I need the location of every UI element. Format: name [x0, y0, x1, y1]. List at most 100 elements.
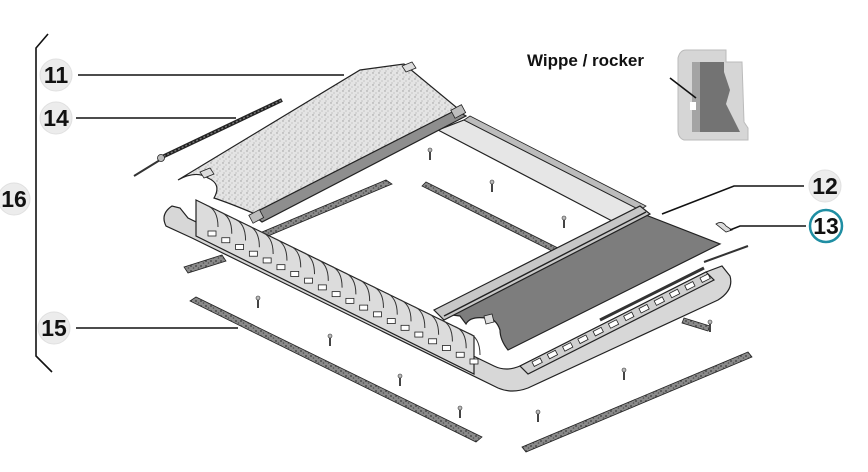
- brush-strip-front-right: [521, 351, 753, 453]
- frame-fin: [247, 224, 260, 248]
- screw-head: [489, 179, 495, 185]
- frame-slot: [400, 324, 410, 331]
- frame-fin: [316, 258, 329, 281]
- frame-slot: [304, 277, 313, 284]
- screw-head: [255, 295, 261, 301]
- frame-fin: [412, 305, 426, 329]
- frame-slot: [469, 358, 479, 365]
- frame-back-rail-top: [463, 115, 647, 211]
- frame-slot: [235, 244, 244, 250]
- screw-head: [397, 373, 403, 379]
- frame-fin: [467, 332, 481, 356]
- frame-fin: [260, 231, 274, 254]
- callouts: 11 14 16 15 12 13: [0, 58, 844, 345]
- screw-head: [535, 409, 541, 415]
- callout-12: 12: [808, 169, 842, 203]
- frame-front-wall: [195, 199, 475, 375]
- frame-slot: [592, 326, 604, 337]
- screw-head: [327, 333, 333, 339]
- bracket-16: [35, 33, 53, 373]
- callout-11: 11: [39, 58, 73, 92]
- frame-slot: [428, 338, 438, 345]
- frame-slot: [577, 334, 589, 345]
- frame-slot: [317, 284, 327, 291]
- inset-label: Wippe / rocker: [527, 51, 644, 70]
- frame-slot: [359, 304, 369, 311]
- callout-16: 16: [0, 182, 31, 216]
- callout-label-13: 13: [813, 213, 839, 239]
- frame-slot: [607, 319, 620, 329]
- frame-slot: [345, 297, 355, 304]
- frame-fin: [440, 319, 453, 342]
- callout-13: 13: [808, 208, 844, 244]
- rocker-inset: Wippe / rocker: [527, 49, 749, 141]
- brush-strip-front-left: [189, 296, 483, 443]
- leader-13: [729, 225, 806, 231]
- leader-12: [661, 185, 804, 215]
- inset-rocker-highlight: [690, 102, 696, 110]
- frame-slot: [221, 237, 231, 244]
- callout-15: 15: [37, 311, 71, 345]
- frame-fin: [398, 298, 412, 322]
- frame-slot: [623, 311, 635, 322]
- frame-slot: [531, 357, 543, 367]
- rocker-clip-part: [715, 222, 733, 233]
- frame-fin: [233, 217, 247, 241]
- frame-slot: [653, 296, 666, 306]
- frame-slot: [207, 230, 217, 237]
- frame-slot: [668, 288, 681, 299]
- callout-label-14: 14: [43, 105, 69, 131]
- frame-outer-rim: [163, 205, 732, 392]
- frame-fin: [426, 312, 440, 335]
- screw-head: [561, 215, 567, 221]
- frame-slot: [373, 311, 382, 318]
- brush-strip-right-short: [681, 317, 711, 332]
- frame-slot: [262, 257, 272, 264]
- inset-dark-panel: [700, 62, 740, 132]
- frame-fin: [343, 271, 357, 295]
- frame-fin: [288, 244, 302, 268]
- frame-slot: [414, 331, 424, 338]
- frame-slot: [562, 342, 574, 352]
- callout-14: 14: [39, 101, 73, 135]
- frame-fin: [454, 325, 467, 349]
- screw-head: [427, 147, 433, 153]
- fly-screen-endcap: [450, 104, 467, 119]
- small-clips: [199, 61, 495, 325]
- frame-slots: [531, 273, 711, 367]
- screw-head: [621, 367, 627, 373]
- frame-slot: [638, 303, 650, 314]
- frame-slot: [699, 273, 711, 283]
- screws: [255, 147, 713, 422]
- frame-fins: [205, 204, 481, 365]
- frame-fin: [371, 285, 384, 308]
- frame-fin: [385, 292, 398, 315]
- callout-label-11: 11: [44, 62, 69, 88]
- frame-slot: [331, 291, 341, 298]
- frame-slot: [546, 349, 559, 360]
- screw-head: [707, 319, 713, 325]
- callout-label-12: 12: [812, 173, 838, 199]
- dark-blind-bar: [432, 205, 652, 321]
- frame-slot: [276, 264, 286, 271]
- callout-label-15: 15: [41, 315, 67, 341]
- frame-fin: [329, 265, 343, 288]
- frame-slot: [442, 345, 451, 351]
- dark-blind-fabric: [442, 211, 722, 351]
- brush-strip-left-short: [183, 254, 227, 274]
- brush-strips: [183, 179, 753, 453]
- fly-screen-blind: [177, 63, 468, 224]
- dark-roller-blind: [432, 205, 722, 351]
- frame-fin: [357, 278, 371, 302]
- screw-head: [457, 405, 463, 411]
- frame-slot: [684, 281, 696, 291]
- leader-lines: [76, 74, 806, 329]
- frame-slot: [455, 351, 465, 358]
- frame-fin: [205, 204, 219, 228]
- frame-slot: [290, 271, 300, 277]
- frame-fin: [219, 211, 233, 234]
- frame-fin: [302, 251, 316, 275]
- frame-slot: [248, 250, 258, 257]
- brush-strip-back-right: [421, 181, 567, 257]
